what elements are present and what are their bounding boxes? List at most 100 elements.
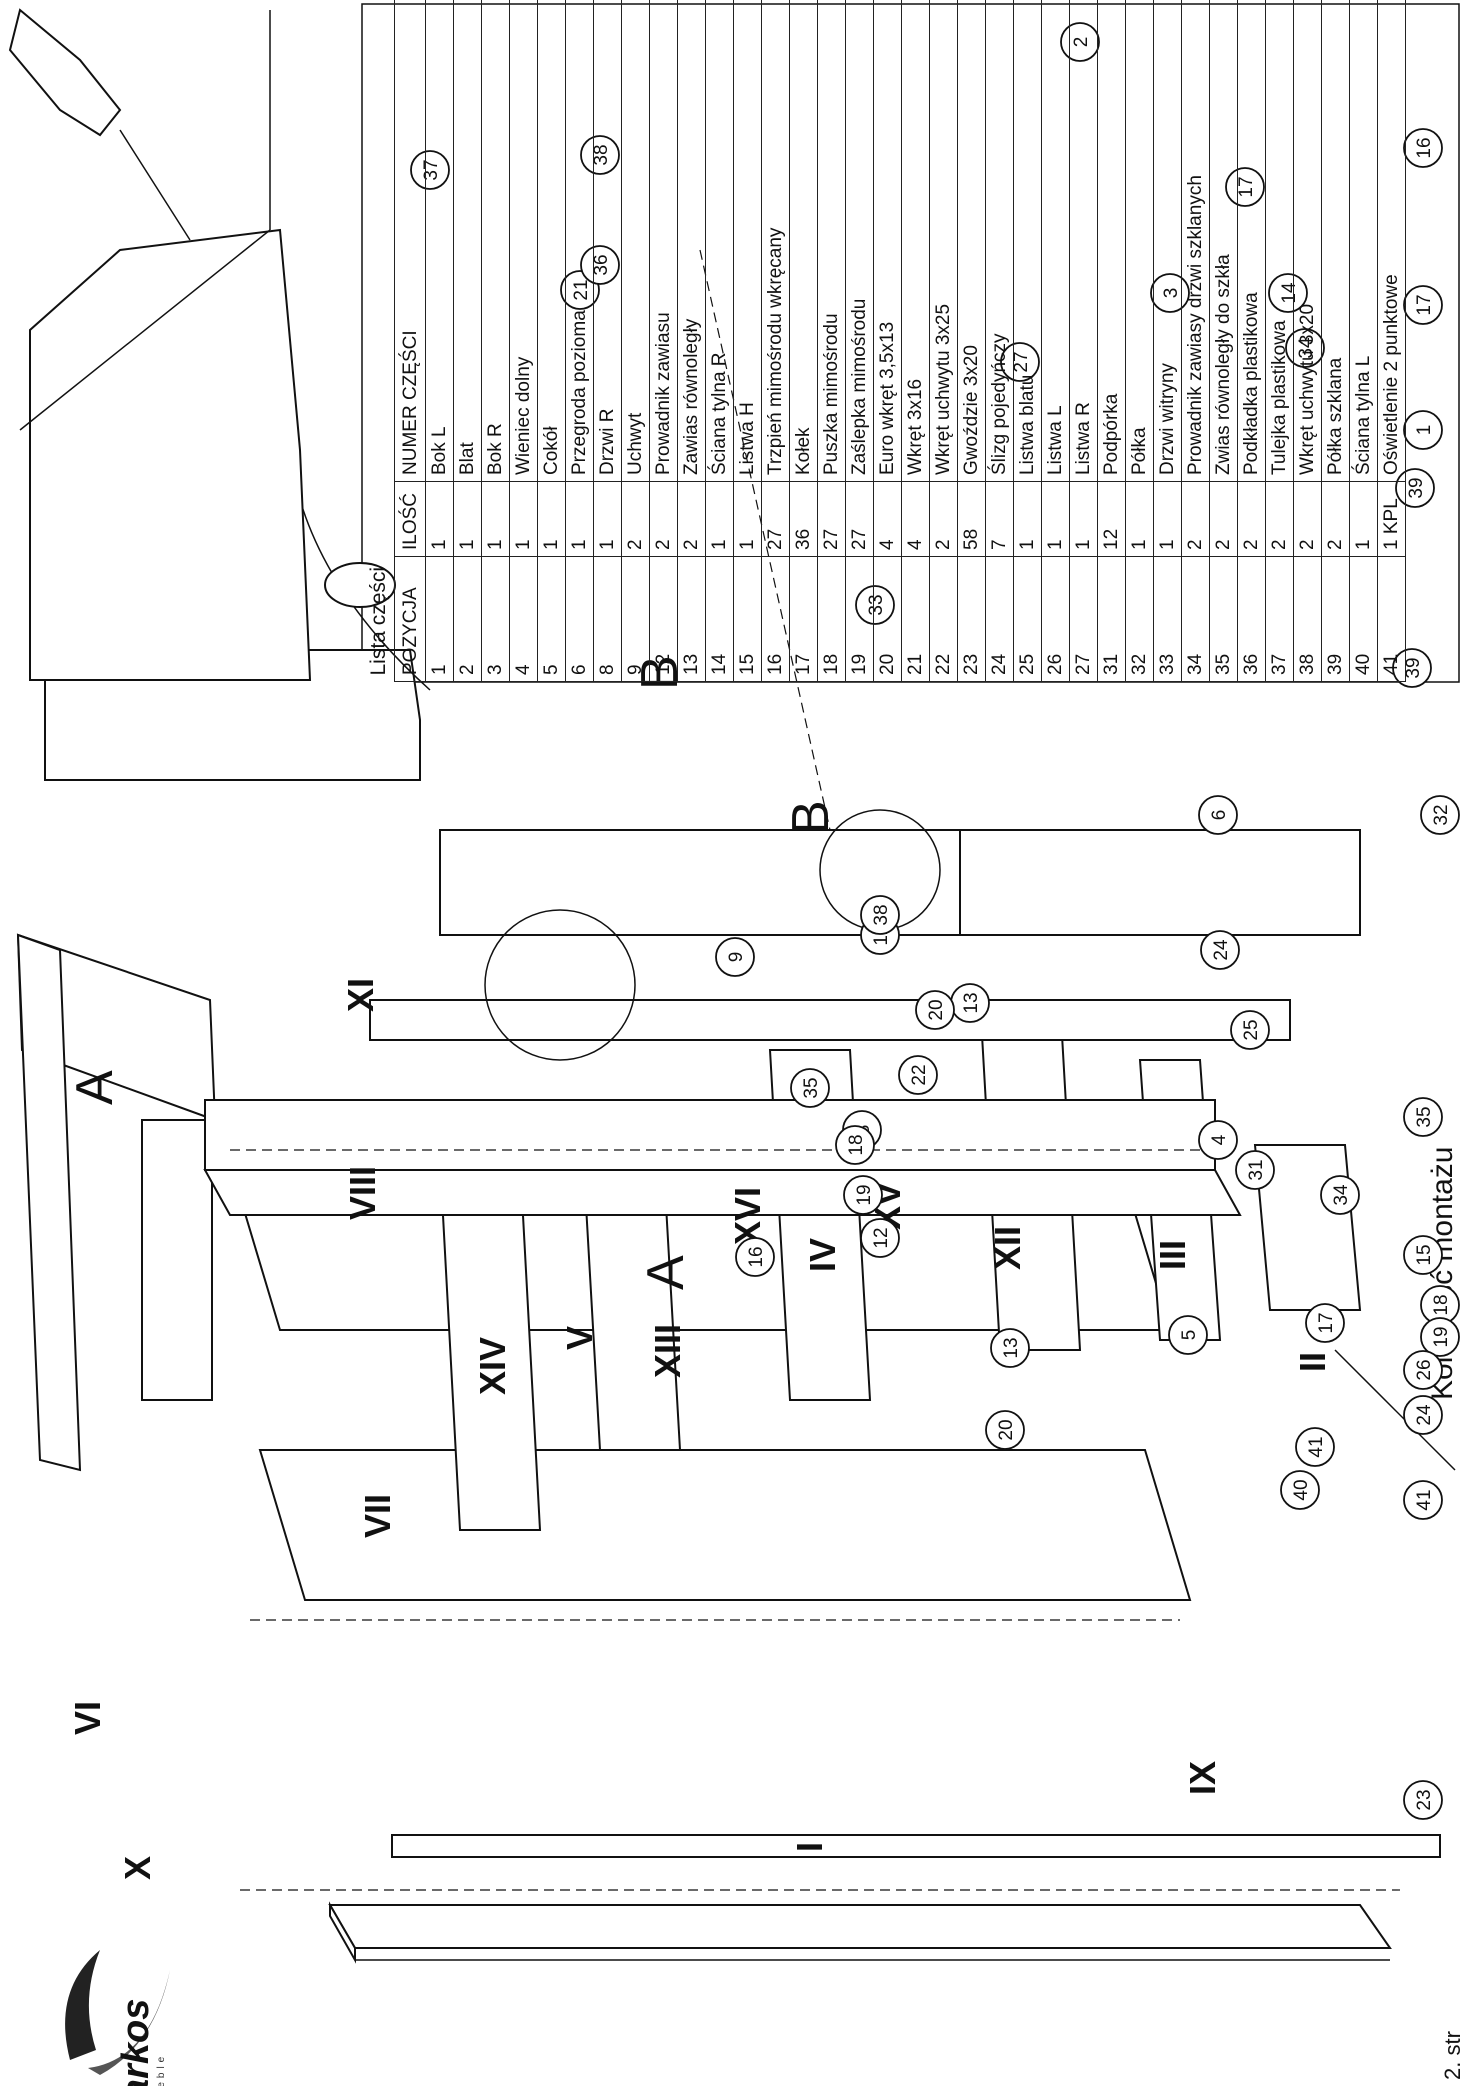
callout-c17b: 17 xyxy=(1305,1303,1345,1343)
callout-number: 13 xyxy=(961,992,982,1013)
cell-quantity: 27 xyxy=(845,481,874,557)
callout-c17c: 17 xyxy=(1403,285,1443,325)
cell-position: 1 xyxy=(425,556,454,682)
callout-number: 21 xyxy=(571,279,592,300)
callout-circle xyxy=(1420,1317,1460,1357)
cell-position: 31 xyxy=(1097,556,1126,682)
panel-edge-line-2 xyxy=(19,229,271,431)
panel-label-vii: VII xyxy=(357,1494,398,1538)
callout-c34a: 34 xyxy=(1285,328,1325,368)
cell-quantity: 1 xyxy=(453,481,482,557)
cell-position: 22 xyxy=(929,556,958,682)
callout-c26: 26 xyxy=(1403,1350,1443,1390)
panel-label-v: V xyxy=(559,1326,600,1350)
detail-a-circle xyxy=(484,909,636,1061)
callout-number: 20 xyxy=(926,999,947,1020)
callout-number: 27 xyxy=(1011,351,1032,372)
cell-part-name: Ściana tylna R xyxy=(705,0,734,482)
callout-c13b: 13 xyxy=(990,1328,1030,1368)
callout-circle xyxy=(1198,795,1238,835)
callout-circle xyxy=(1285,328,1325,368)
cell-position: 34 xyxy=(1181,556,1210,682)
cell-part-name: Kołek xyxy=(789,0,818,482)
cell-position: 36 xyxy=(1237,556,1266,682)
panel-listwa-blatu xyxy=(141,1119,213,1401)
callout-c22: 22 xyxy=(898,1055,938,1095)
panel-drzwi-r xyxy=(959,829,1361,936)
cell-quantity: 1 xyxy=(1349,481,1378,557)
callout-c39b: 39 xyxy=(1392,648,1432,688)
callout-number: 18 xyxy=(846,1134,867,1155)
cell-position: 3 xyxy=(481,556,510,682)
callout-circle xyxy=(898,1055,938,1095)
callout-circle xyxy=(1168,1315,1208,1355)
cell-quantity: 2 xyxy=(1265,481,1294,557)
cell-position: 15 xyxy=(733,556,762,682)
screwdriver-detail xyxy=(8,8,271,431)
callout-number: 39 xyxy=(1406,477,1427,498)
cell-quantity: 4 xyxy=(901,481,930,557)
cell-part-name: Ściana tylna L xyxy=(1349,0,1378,482)
callout-c24b: 24 xyxy=(1403,1395,1443,1435)
fastener-guides xyxy=(230,249,1400,1891)
callout-circle xyxy=(1305,1303,1345,1343)
panel-label-i: I xyxy=(789,1842,830,1852)
callout-number: 13 xyxy=(1001,1337,1022,1358)
detail-label-a-main: A xyxy=(66,1070,124,1105)
callout-circle xyxy=(1280,1470,1320,1510)
callout-number: 22 xyxy=(909,1064,930,1085)
callout-number: 35 xyxy=(1414,1106,1435,1127)
cell-quantity: 58 xyxy=(957,481,986,557)
callout-number: 20 xyxy=(996,1419,1017,1440)
callout-circle xyxy=(860,895,900,935)
panel-label-x: X xyxy=(117,1856,158,1880)
callout-circle xyxy=(790,1068,830,1108)
cell-part-name: Listwa H xyxy=(733,0,762,482)
cell-position: 24 xyxy=(985,556,1014,682)
callout-c20b: 20 xyxy=(985,1410,1025,1450)
callout-c37: 37 xyxy=(410,150,450,190)
cell-quantity: 1 xyxy=(425,481,454,557)
cell-position: 35 xyxy=(1209,556,1238,682)
callout-number: 14 xyxy=(1279,282,1300,304)
callout-circle xyxy=(990,1328,1030,1368)
callout-circle xyxy=(1000,342,1040,382)
cell-quantity: 1 xyxy=(1069,481,1098,557)
detail-label-b-inline: B xyxy=(782,800,840,835)
callout-number: 17 xyxy=(1236,176,1257,197)
callout-circle xyxy=(410,150,450,190)
callout-c32: 32 xyxy=(1420,795,1460,835)
detail-a-hinge-cup xyxy=(324,562,396,608)
panel-listwa-l xyxy=(391,1834,1441,1858)
screwdriver-shaft xyxy=(119,129,191,241)
cell-part-name: Euro wkręt 3,5x13 xyxy=(873,0,902,482)
cell-part-name: Uchwyt xyxy=(621,0,650,482)
callout-number: 5 xyxy=(1179,1330,1200,1341)
callout-number: 32 xyxy=(1431,804,1452,825)
cell-position: 32 xyxy=(1125,556,1154,682)
panel-label-xiii: XIII xyxy=(647,1324,688,1378)
callout-c12b: 12 xyxy=(860,1218,900,1258)
callout-c15: 15 xyxy=(1403,1235,1443,1275)
header-quantity: ILOŚĆ xyxy=(394,481,426,557)
callout-circle xyxy=(1060,22,1100,62)
cell-position: 39 xyxy=(1321,556,1350,682)
callout-circle xyxy=(1403,410,1443,450)
cell-position: 5 xyxy=(537,556,566,682)
panel-label-ix: IX xyxy=(1182,1761,1223,1795)
cell-quantity: 2 xyxy=(929,481,958,557)
cell-quantity: 36 xyxy=(789,481,818,557)
callout-c23: 23 xyxy=(1403,1780,1443,1820)
cell-quantity: 2 xyxy=(649,481,678,557)
